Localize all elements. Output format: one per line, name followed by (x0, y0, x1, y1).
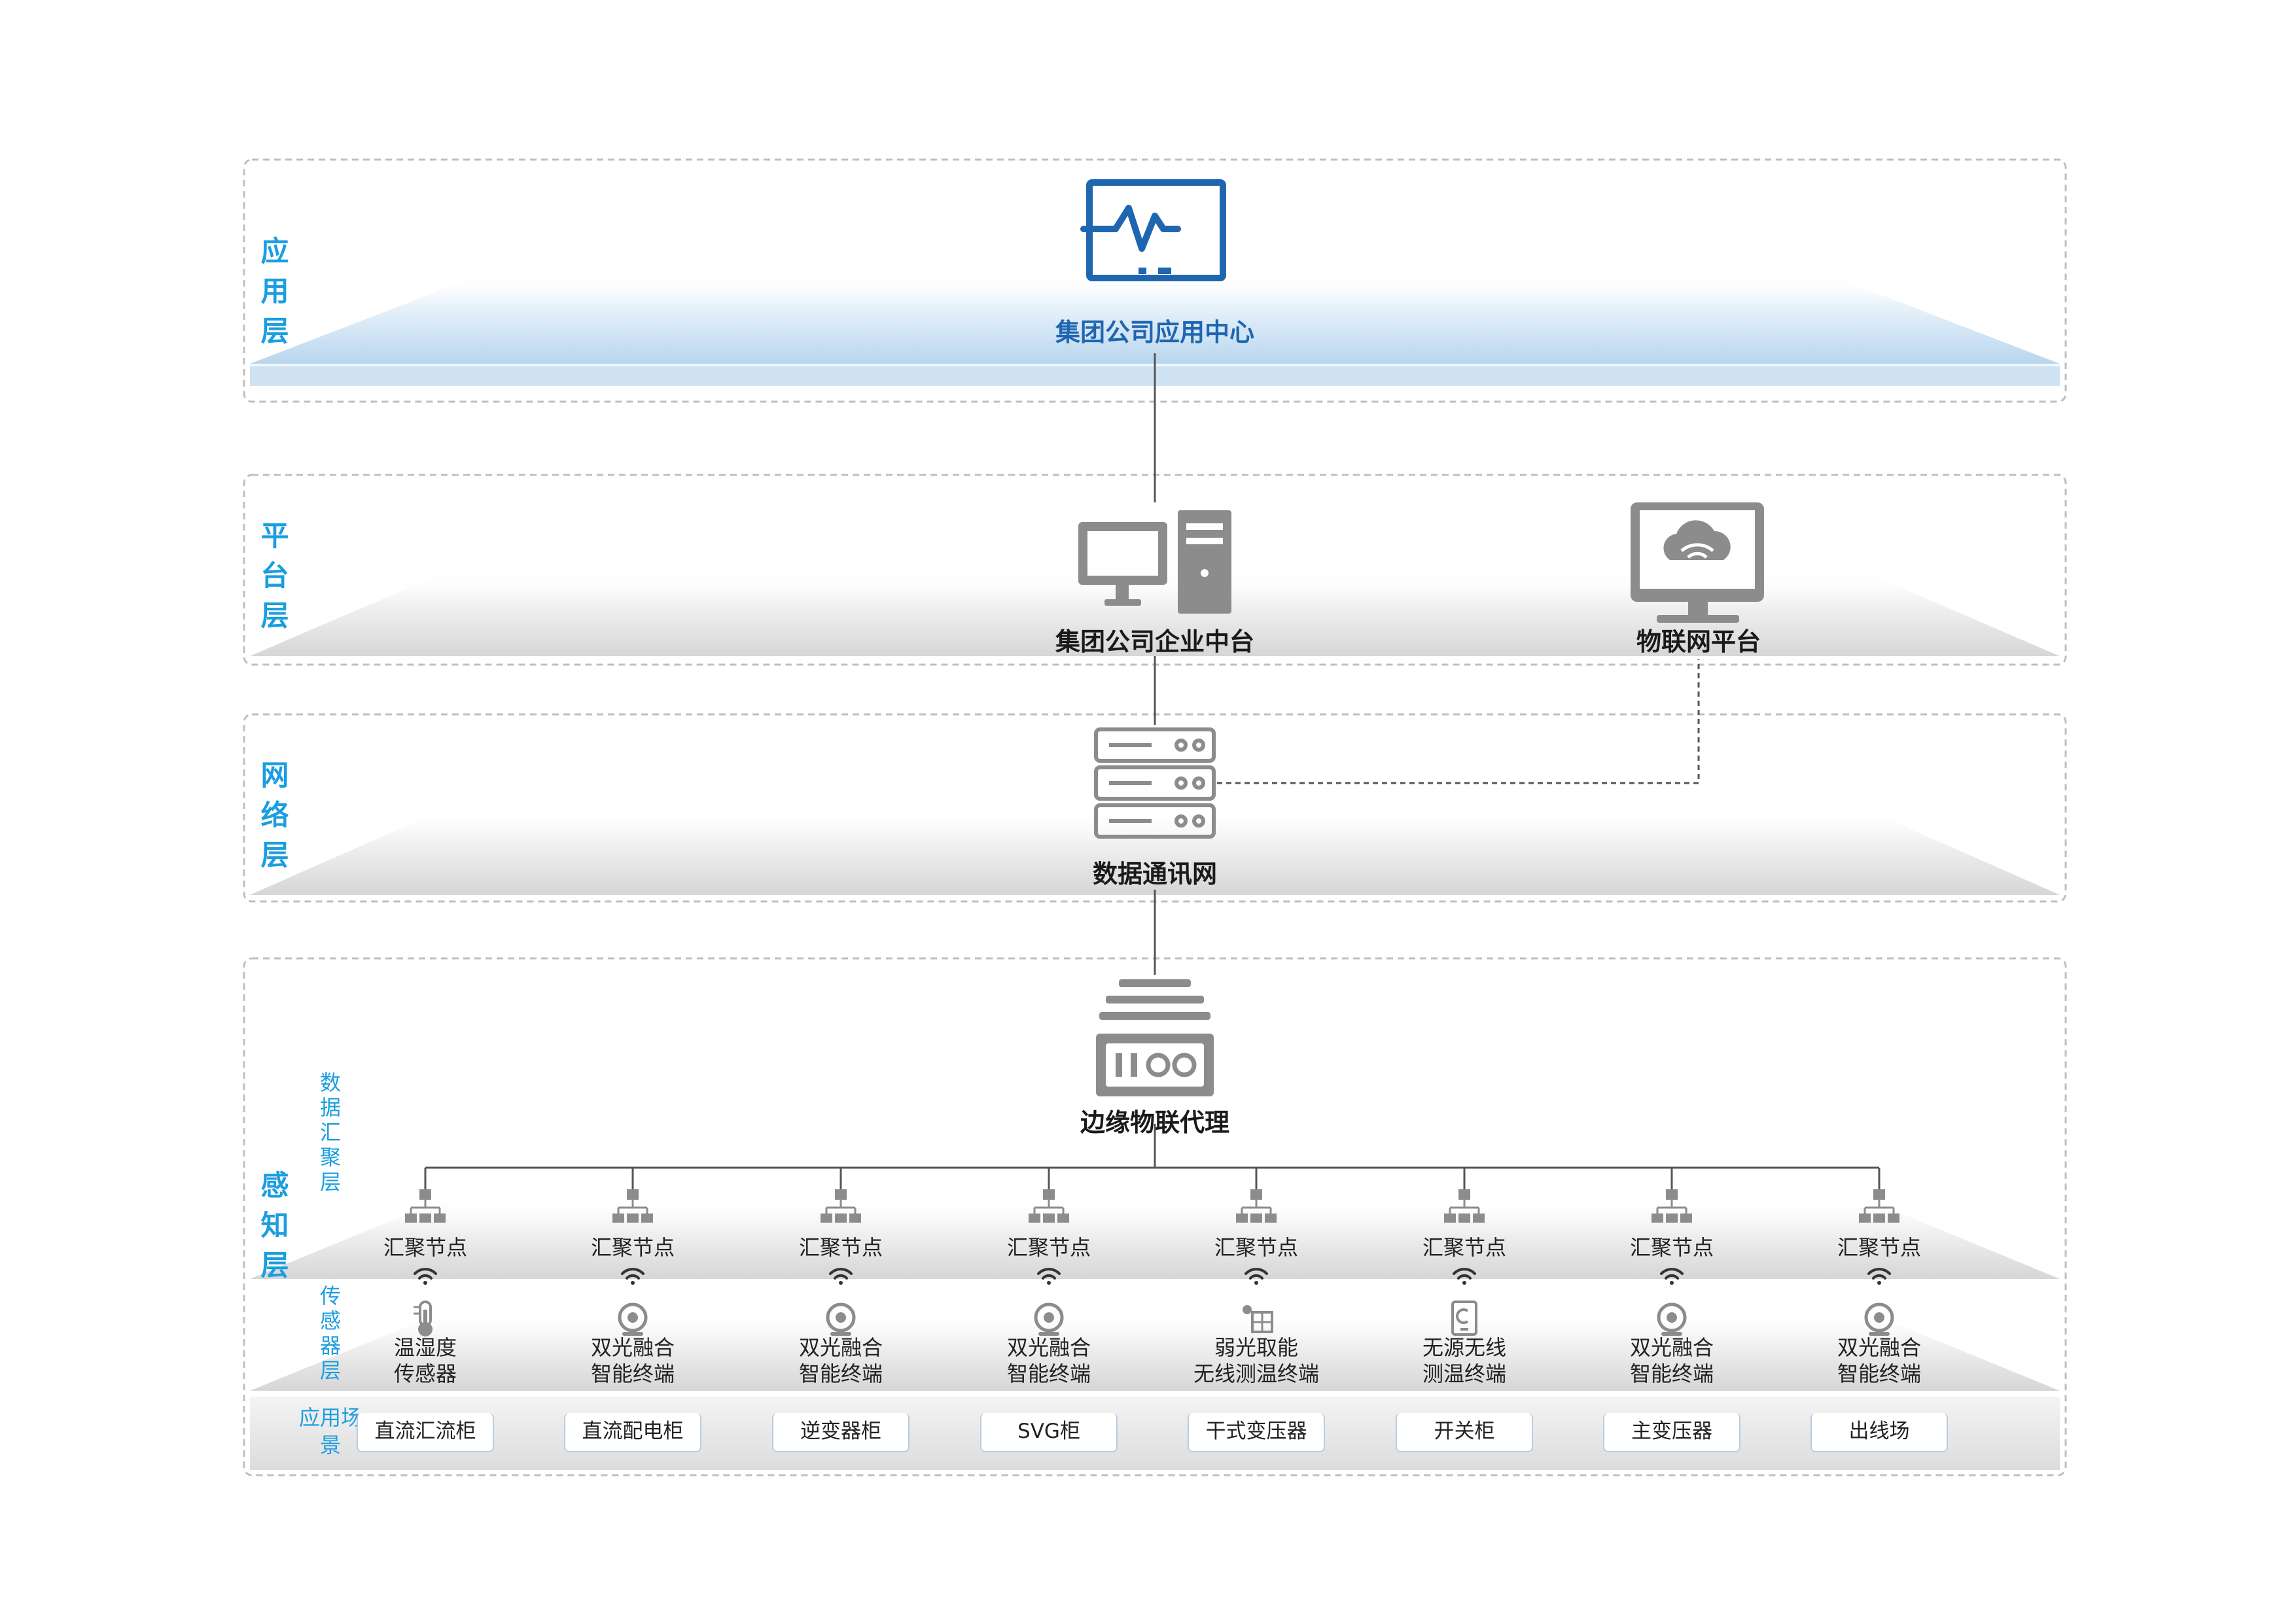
sensor-label-line2: 智能终端 (1629, 1361, 1714, 1386)
sensor-label-line1: 无源无线 (1422, 1335, 1507, 1360)
network-node-icon (1444, 1189, 1485, 1223)
network-node-icon (1236, 1189, 1277, 1223)
scene-tag: 开关柜 (1396, 1413, 1533, 1452)
sensor-label-line2: 智能终端 (590, 1361, 675, 1386)
sensor-plane (250, 1308, 2060, 1391)
column-icons (405, 1189, 1899, 1336)
network-node-icon (405, 1189, 446, 1223)
wifi-icon (829, 1268, 853, 1285)
aggregation-node-label: 汇聚节点 (1629, 1235, 1714, 1260)
server-rack-icon (1094, 727, 1216, 839)
scene-band (250, 1397, 2060, 1470)
scene-tag: 直流配电柜 (564, 1413, 701, 1452)
network-node-icon (612, 1189, 653, 1223)
aggregation-node-label: 汇聚节点 (1422, 1235, 1507, 1260)
perception-layer-label: 感知层 (260, 1170, 289, 1282)
enterprise-platform-title: 集团公司企业中台 (1055, 627, 1255, 656)
camera-icon (1657, 1302, 1687, 1336)
iot-platform-title: 物联网平台 (1636, 627, 1761, 656)
network-node-icon (1859, 1189, 1899, 1223)
scene-sublayer-label: 应用场景 (298, 1405, 362, 1457)
sensor-label-line1: 双光融合 (1629, 1335, 1714, 1360)
wifi-icon (1867, 1268, 1891, 1285)
aggregation-node-label: 汇聚节点 (590, 1235, 675, 1260)
network-plane (250, 806, 2060, 895)
application-plane (250, 275, 2060, 364)
scene-tag: 干式变压器 (1188, 1413, 1325, 1452)
network-layer-label: 网络层 (260, 759, 289, 872)
scene-tag: 出线场 (1810, 1413, 1948, 1452)
edge-agent-title: 边缘物联代理 (1080, 1108, 1230, 1137)
camera-icon (1034, 1302, 1064, 1336)
wifi-icon (414, 1268, 437, 1285)
sensor-label-line1: 双光融合 (1837, 1335, 1922, 1360)
data-network-title: 数据通讯网 (1092, 860, 1218, 888)
monitor-pulse-icon (1080, 179, 1226, 281)
thermometer-icon (414, 1300, 433, 1336)
desktop-computer-icon (1078, 510, 1231, 614)
sensor-label-line2: 智能终端 (798, 1361, 883, 1386)
sensor-label-line2: 无线测温终端 (1193, 1361, 1320, 1386)
layer-planes (250, 275, 2060, 1470)
aggregation-node-label: 汇聚节点 (1006, 1235, 1091, 1260)
app-center-title: 集团公司应用中心 (1055, 318, 1255, 347)
sensor-label-line1: 双光融合 (1006, 1335, 1091, 1360)
aggregation-node-label: 汇聚节点 (798, 1235, 883, 1260)
wifi-icon (1660, 1268, 1684, 1285)
aggregation-node-label: 汇聚节点 (383, 1235, 468, 1260)
wifi-icon (1037, 1268, 1061, 1285)
connections (424, 353, 1881, 1189)
application-layer-label: 应用层 (260, 236, 289, 348)
sensor-label-line1: 双光融合 (798, 1335, 883, 1360)
sensor-label-line2: 测温终端 (1422, 1361, 1507, 1386)
platform-plane (250, 569, 2060, 656)
solar-energy-icon (1243, 1305, 1273, 1333)
cloud-monitor-icon (1631, 502, 1764, 623)
scene-tag: SVG柜 (980, 1413, 1118, 1452)
scene-tag: 逆变器柜 (772, 1413, 910, 1452)
camera-icon (1864, 1302, 1894, 1336)
aggregation-plane (250, 1196, 2060, 1279)
bus-drops (424, 1168, 1881, 1189)
sensor-label-line1: 温湿度 (393, 1335, 457, 1360)
network-node-icon (1029, 1189, 1069, 1223)
sensor-label-line1: 双光融合 (590, 1335, 675, 1360)
aggregation-sublayer-label: 数据汇聚层 (319, 1070, 341, 1195)
wifi-icon (1245, 1268, 1268, 1285)
wifi-icon (621, 1268, 645, 1285)
network-node-icon (821, 1189, 861, 1223)
sensor-label-line2: 智能终端 (1006, 1361, 1091, 1386)
sensor-label-line1: 弱光取能 (1214, 1335, 1299, 1360)
aggregation-node-label: 汇聚节点 (1837, 1235, 1922, 1260)
wireless-temp-sensor-icon (1451, 1300, 1477, 1336)
sensor-sublayer-label: 传感器层 (319, 1283, 341, 1383)
camera-icon (826, 1302, 856, 1336)
scene-tag: 直流汇流柜 (357, 1413, 494, 1452)
platform-layer-label: 平台层 (260, 520, 289, 633)
aggregation-node-label: 汇聚节点 (1214, 1235, 1299, 1260)
network-node-icon (1651, 1189, 1692, 1223)
sensor-label-line2: 智能终端 (1837, 1361, 1922, 1386)
sensor-label-line2: 传感器 (393, 1361, 457, 1386)
wifi-icon (1453, 1268, 1476, 1285)
scene-tag: 主变压器 (1603, 1413, 1740, 1452)
edge-agent-icon (1096, 979, 1214, 1096)
camera-icon (618, 1302, 648, 1336)
dashed-link-iot (1217, 659, 1700, 784)
